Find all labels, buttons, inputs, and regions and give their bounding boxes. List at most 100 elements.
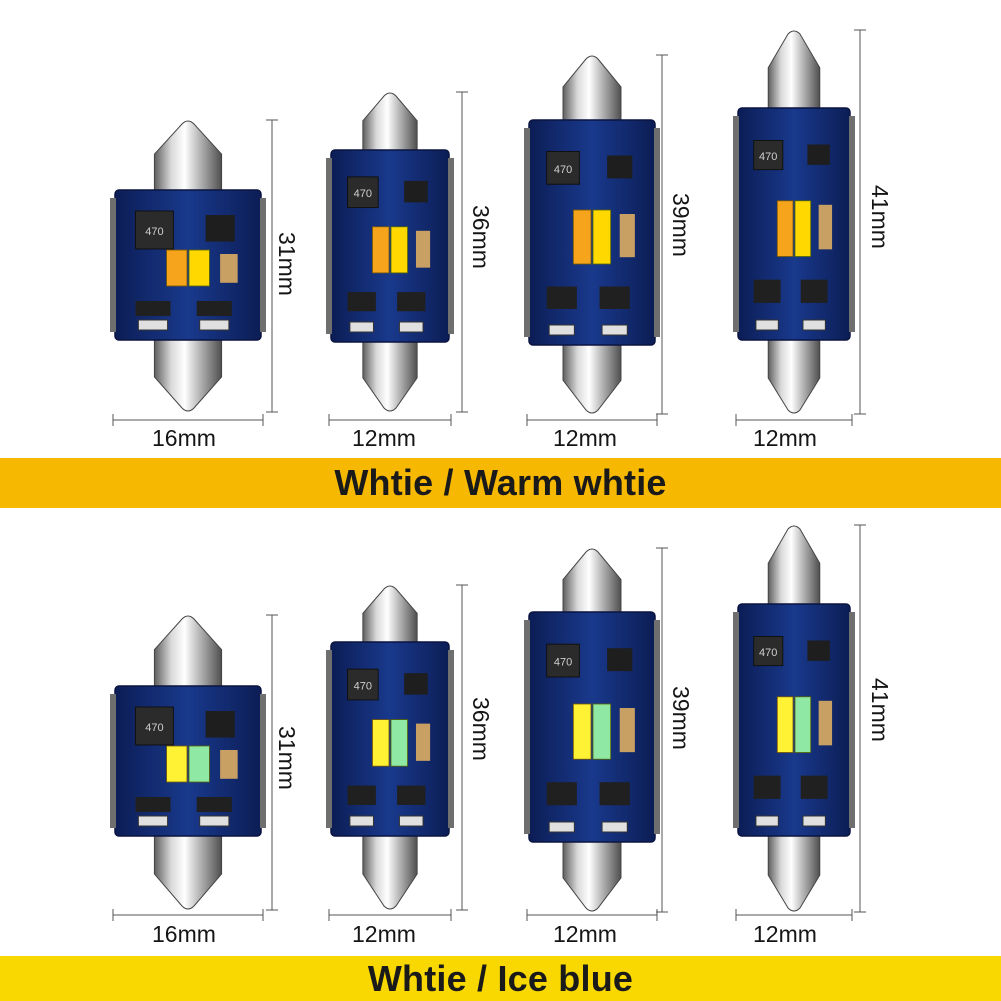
- transistor: [599, 286, 630, 309]
- resistor: [548, 821, 575, 833]
- inductor-chip: [546, 643, 580, 678]
- led-chip: [390, 226, 408, 274]
- length-label: 31mm: [274, 726, 300, 790]
- transistor: [546, 782, 577, 806]
- metal-cap-top: [362, 585, 418, 649]
- width-label: 12mm: [553, 425, 617, 451]
- metal-cap-top: [767, 30, 821, 115]
- heatsink-fin: [733, 116, 739, 332]
- length-label: 41mm: [867, 185, 893, 249]
- capacitor: [619, 708, 635, 753]
- ic-chip: [205, 711, 235, 738]
- ic-chip: [404, 673, 428, 695]
- heatsink-fin: [524, 620, 530, 834]
- transistor: [196, 301, 232, 316]
- length-label: 39mm: [668, 193, 694, 257]
- resistor: [349, 321, 374, 333]
- width-label: 16mm: [152, 921, 216, 947]
- resistor: [349, 815, 374, 827]
- width-label: 16mm: [152, 425, 216, 451]
- led-chip: [390, 719, 408, 767]
- resistor: [398, 321, 424, 333]
- transistor: [397, 785, 426, 805]
- capacitor: [818, 700, 833, 746]
- capacitor: [220, 750, 238, 779]
- metal-cap-bottom: [767, 829, 821, 912]
- festoon-bulb: 470: [326, 585, 454, 910]
- metal-cap-top: [767, 525, 821, 611]
- inductor-chip: [134, 706, 174, 746]
- led-chip: [572, 209, 592, 265]
- transistor: [347, 785, 376, 805]
- resistor: [548, 324, 575, 336]
- inductor-chip: [753, 635, 784, 667]
- resistor: [802, 319, 826, 331]
- heatsink-fin: [654, 128, 660, 337]
- festoon-bulb: 470: [110, 120, 266, 412]
- heatsink-fin: [110, 694, 116, 828]
- metal-cap-bottom: [362, 829, 418, 910]
- transistor: [800, 279, 828, 303]
- festoon-bulb: 470: [524, 548, 660, 912]
- capacitor: [220, 254, 238, 283]
- resistor: [802, 815, 826, 827]
- chip-marking: 470: [554, 164, 572, 176]
- width-label: 12mm: [753, 921, 817, 947]
- led-chip: [776, 200, 794, 257]
- led-chip: [776, 696, 794, 753]
- led-chip: [188, 745, 210, 783]
- chip-marking: 470: [354, 681, 372, 693]
- ic-chip: [404, 180, 428, 203]
- chip-marking: 470: [145, 226, 163, 238]
- chip-marking: 470: [759, 647, 777, 659]
- led-chip: [166, 745, 188, 783]
- width-label: 12mm: [352, 921, 416, 947]
- heatsink-fin: [654, 620, 660, 834]
- metal-cap-bottom: [562, 338, 622, 414]
- heatsink-fin: [110, 198, 116, 332]
- led-chip: [188, 249, 210, 287]
- length-label: 36mm: [468, 205, 494, 269]
- ic-chip: [807, 144, 830, 165]
- length-label: 31mm: [274, 232, 300, 296]
- ic-chip: [607, 648, 633, 672]
- capacitor: [818, 204, 833, 250]
- width-label: 12mm: [553, 921, 617, 947]
- resistor: [199, 319, 230, 331]
- inductor-chip: [546, 151, 580, 185]
- transistor: [546, 286, 577, 309]
- heatsink-fin: [733, 612, 739, 828]
- chip-marking: 470: [759, 151, 777, 163]
- ic-chip: [607, 155, 633, 179]
- heatsink-fin: [849, 116, 855, 332]
- led-chip: [372, 226, 390, 274]
- capacitor: [415, 723, 431, 761]
- banner-warm-white: Whtie / Warm whtie: [0, 458, 1001, 508]
- metal-cap-top: [153, 615, 223, 693]
- chip-marking: 470: [145, 722, 163, 734]
- resistor: [199, 815, 230, 827]
- banner-top-label: Whtie / Warm whtie: [334, 462, 667, 503]
- inductor-chip: [347, 668, 379, 701]
- width-label: 12mm: [352, 425, 416, 451]
- transistor: [800, 775, 828, 799]
- ic-chip: [205, 215, 235, 242]
- led-chip: [794, 696, 812, 753]
- metal-cap-bottom: [562, 835, 622, 912]
- chip-marking: 470: [354, 188, 372, 200]
- resistor: [601, 324, 628, 336]
- heatsink-fin: [448, 650, 454, 828]
- transistor: [347, 292, 376, 312]
- heatsink-fin: [260, 694, 266, 828]
- capacitor: [619, 214, 635, 258]
- transistor: [135, 797, 171, 812]
- heatsink-fin: [849, 612, 855, 828]
- metal-cap-bottom: [362, 335, 418, 412]
- resistor: [137, 815, 169, 827]
- metal-cap-top: [562, 548, 622, 619]
- heatsink-fin: [524, 128, 530, 337]
- transistor: [753, 775, 781, 799]
- led-chip: [166, 249, 188, 287]
- width-label: 12mm: [753, 425, 817, 451]
